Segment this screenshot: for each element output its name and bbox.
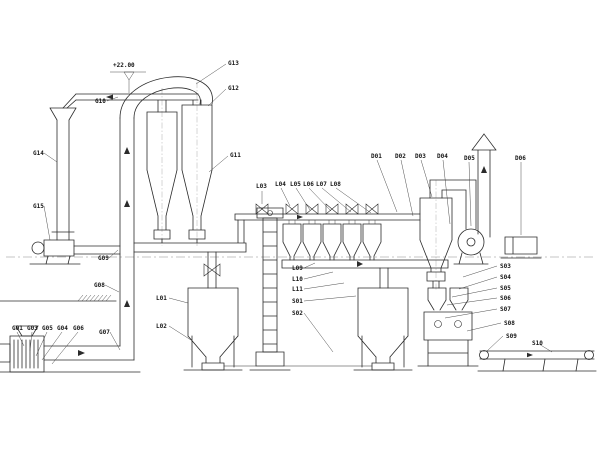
label-d06: D06 (515, 155, 526, 162)
label-g04: G04 (57, 325, 68, 332)
control-box (500, 236, 542, 259)
label-g11: G11 (230, 152, 241, 159)
label-l01: L01 (156, 295, 167, 302)
conveyor-pulley-icon (479, 350, 489, 360)
label-g08: G08 (94, 282, 105, 289)
leader-lines (16, 63, 553, 365)
label-d04: D04 (437, 153, 448, 160)
label-g03: G03 (27, 325, 38, 332)
label-g05: G05 (42, 325, 53, 332)
label-s04: S04 (500, 274, 511, 281)
label-l02: L02 (156, 323, 167, 330)
packing-bins (427, 287, 469, 311)
manifold-duct (234, 213, 421, 221)
discharge-stack (471, 133, 497, 238)
label-g15: G15 (33, 203, 44, 210)
label-l11: L11 (292, 286, 303, 293)
label-l06: L06 (303, 181, 314, 188)
label-l04: L04 (275, 181, 286, 188)
label-s01: S01 (292, 298, 303, 305)
label-s05: S05 (500, 285, 511, 292)
label-g10: G10 (95, 98, 106, 105)
packing-machine (423, 311, 473, 367)
bag-spout-icon (454, 320, 462, 328)
label-g14: G14 (33, 150, 44, 157)
label-g06: G06 (73, 325, 84, 332)
bucket-elevator (255, 207, 285, 367)
label-s08: S08 (504, 320, 515, 327)
stack-fan (29, 239, 121, 265)
label-s07: S07 (500, 306, 511, 313)
dust-cyclone (419, 179, 477, 289)
label-d05: D05 (464, 155, 475, 162)
label-l10: L10 (292, 276, 303, 283)
label-g13: G13 (228, 60, 239, 67)
bag-spout-icon (434, 320, 442, 328)
label-g09: G09 (98, 255, 109, 262)
label-d01: D01 (371, 153, 382, 160)
label-g07: G07 (99, 329, 110, 336)
label-d02: D02 (395, 153, 406, 160)
furnace (0, 325, 45, 373)
induced-draft-fan (453, 228, 489, 265)
label-l07: L07 (316, 181, 327, 188)
product-hopper-right (283, 287, 409, 371)
label-elev-top: +22.00 (113, 62, 135, 69)
label-d03: D03 (415, 153, 426, 160)
label-s10: S10 (532, 340, 543, 347)
label-l05: L05 (290, 181, 301, 188)
fan-motor-icon (31, 241, 45, 255)
hot-air-duct (43, 345, 135, 361)
conveyor-pulley-icon (584, 350, 594, 360)
label-l09: L09 (292, 265, 303, 272)
twin-cyclones (146, 104, 213, 240)
label-s06: S06 (500, 295, 511, 302)
collecting-duct (133, 219, 247, 289)
centerlines (6, 82, 594, 290)
label-l08: L08 (330, 181, 341, 188)
labels: +22.00 G13 G12 G10 G14 G11 G15 G09 G08 G… (12, 60, 543, 347)
exhaust-stack (49, 107, 77, 241)
small-cyclones (282, 223, 382, 261)
label-s02: S02 (292, 310, 303, 317)
drying-column (119, 117, 135, 361)
label-s09: S09 (506, 333, 517, 340)
elevator-pulley-icon (267, 210, 273, 216)
label-s03: S03 (500, 263, 511, 270)
elevation-marker (110, 71, 146, 93)
exhaust-duct (62, 93, 202, 113)
label-g01: G01 (12, 325, 23, 332)
screw-conveyor (281, 259, 449, 289)
label-g12: G12 (228, 85, 239, 92)
label-l03: L03 (256, 183, 267, 190)
product-hopper-left (187, 287, 257, 371)
belt-conveyor (479, 350, 595, 372)
